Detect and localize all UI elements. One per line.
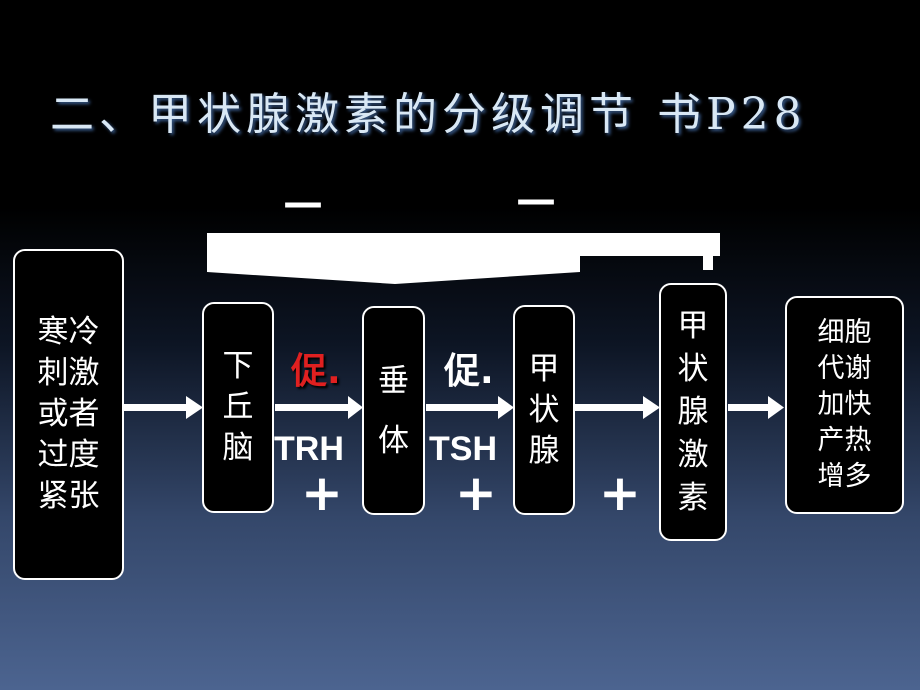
plus-sign: +	[455, 464, 497, 522]
flow-arrow	[275, 396, 363, 419]
stimulus-box: 寒冷刺激或者过度紧张	[13, 249, 124, 580]
feedback-bar-end	[703, 236, 713, 270]
plus-sign: +	[599, 464, 641, 522]
slide-title: 二、甲状腺激素的分级调节 书P28	[50, 89, 807, 140]
pituitary-box: 垂体	[362, 306, 425, 515]
hypothalamus-box: 下丘脑	[202, 302, 274, 513]
flow-arrow	[728, 396, 784, 419]
effect-text: 细胞代谢加快产热增多	[817, 317, 872, 492]
stimulus-text: 寒冷刺激或者过度紧张	[37, 314, 100, 514]
hormone-label-tsh: TSH	[429, 430, 497, 468]
effect-box: 细胞代谢加快产热增多	[785, 296, 904, 514]
promote-label: 促.	[444, 351, 494, 392]
hormone-label-trh: TRH	[274, 430, 344, 468]
thyroid-text: 甲状腺	[528, 350, 560, 469]
feedback-minus-sign: —	[283, 180, 323, 226]
feedback-inhibition-bar	[207, 233, 720, 284]
pituitary-text: 垂体	[378, 362, 409, 459]
thyroxine-box: 甲状腺激素	[659, 283, 727, 541]
thyroxine-text: 甲状腺激素	[677, 307, 709, 516]
plus-sign: +	[301, 464, 343, 522]
flow-arrow	[426, 396, 514, 419]
hypothalamus-text: 下丘脑	[222, 348, 254, 466]
thyroid-box: 甲状腺	[513, 305, 575, 515]
feedback-minus-sign: —	[516, 177, 556, 223]
flow-arrow	[124, 396, 203, 419]
promote-label: 促.	[291, 351, 341, 392]
flow-arrow	[575, 396, 660, 419]
